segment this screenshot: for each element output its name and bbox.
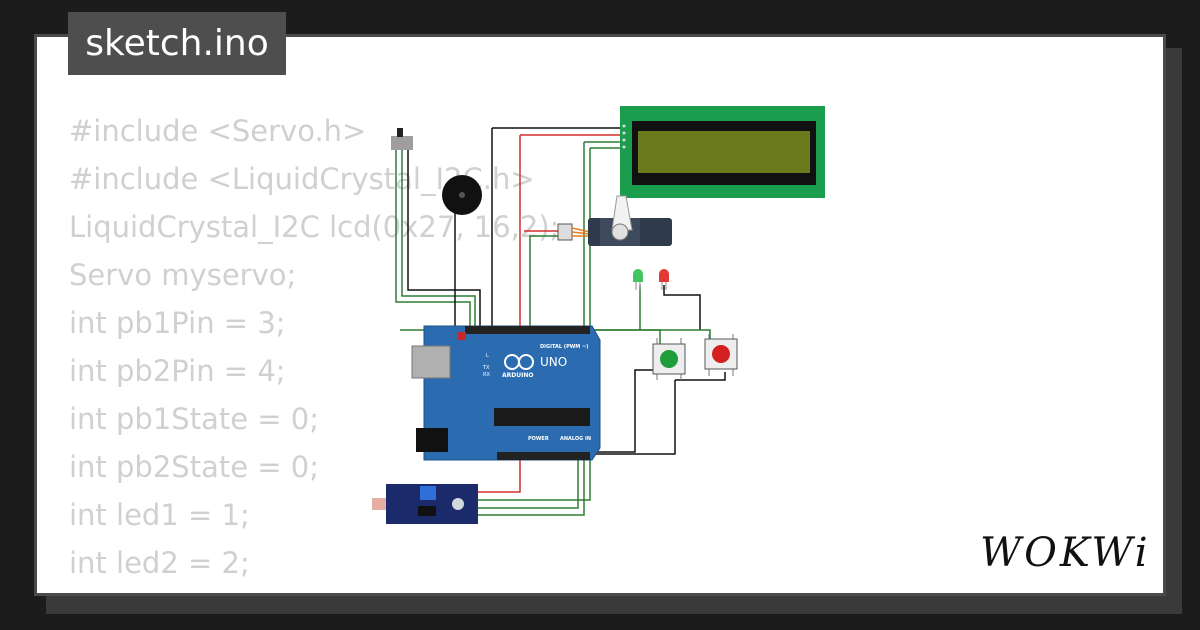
wire-ground-a: [595, 369, 655, 453]
wire-ground-b: [595, 380, 676, 455]
wire-led-red: [663, 285, 701, 330]
pushbutton-green[interactable]: [652, 338, 686, 380]
code-line: int pb1State = 0;: [69, 402, 320, 436]
board-maker-label: ARDUINO: [502, 372, 533, 379]
wire-switch-c: [407, 150, 481, 330]
slide-switch[interactable]: [391, 128, 413, 150]
code-line: Servo myservo;: [69, 258, 297, 292]
arduino-uno-board[interactable]: UNO ARDUINO DIGITAL (PWM ~) POWER ANALOG…: [411, 325, 601, 461]
code-line: LiquidCrystal_I2C lcd(0x27, 16,2);: [69, 210, 560, 244]
code-line: #include <Servo.h>: [69, 114, 367, 148]
arduino-logo-icon: [518, 354, 534, 370]
ldr-photoresistor: [372, 498, 388, 510]
code-line: int led2 = 2;: [69, 546, 250, 580]
servo-connector: [557, 223, 573, 241]
ldr-sensor-module[interactable]: [372, 484, 478, 524]
analog-label: ANALOG IN: [560, 436, 591, 442]
ldr-indicator: [452, 498, 464, 510]
usb-port: [411, 345, 451, 379]
lcd-display[interactable]: [620, 106, 825, 198]
code-line: int pb2Pin = 4;: [69, 354, 286, 388]
tx-label: TX: [482, 365, 490, 371]
lcd-pin: [622, 145, 626, 149]
wokwi-logo-text: WOKWi: [980, 530, 1150, 576]
wokwi-logo: WOKWi: [980, 530, 1150, 576]
wire-servo-signal: [529, 235, 560, 330]
reset-button: [458, 332, 466, 340]
servo-motor[interactable]: [557, 195, 672, 246]
servo-leads: [571, 227, 591, 237]
rx-label: RX: [483, 372, 490, 378]
analog-header: [497, 452, 590, 460]
lcd-screen: [638, 131, 810, 173]
wire-green-scl: [478, 147, 622, 501]
sketch-filename-tab: sketch.ino: [68, 12, 286, 75]
wire-switch-a: [395, 150, 471, 330]
l-led-label: L: [486, 353, 489, 359]
wire-switch-b: [401, 150, 476, 330]
power-jack: [416, 428, 448, 452]
wire-green-sda: [478, 141, 622, 516]
code-preview: #include <Servo.h> #include <LiquidCrysta…: [69, 107, 560, 593]
digital-header: [465, 326, 590, 334]
button-red-cap: [712, 345, 730, 363]
led-red-body: [659, 269, 669, 282]
buzzer[interactable]: [442, 175, 482, 215]
switch-knob: [397, 128, 403, 137]
wires: [395, 127, 726, 516]
servo-hub: [611, 223, 629, 241]
switch-body: [391, 136, 413, 150]
wire-black-lcd: [491, 127, 622, 330]
wire-pb2: [595, 329, 711, 345]
led-green[interactable]: [633, 269, 643, 290]
digital-label: DIGITAL (PWM ~): [540, 344, 588, 350]
atmega-chip: [494, 408, 590, 426]
code-line: int pb1Pin = 3;: [69, 306, 286, 340]
led-green-body: [633, 269, 643, 282]
code-line: #include <LiquidCrystal_I2C.h>: [69, 162, 535, 196]
lcd-pin: [622, 138, 626, 142]
power-label: POWER: [528, 436, 549, 442]
board-brand-label: UNO: [540, 355, 567, 369]
board-pcb: [423, 325, 601, 461]
wire-red-vcc: [478, 134, 622, 493]
wire-ground-c: [675, 372, 726, 381]
pushbutton-red[interactable]: [704, 334, 738, 376]
code-line: int pb2State = 0;: [69, 450, 320, 484]
ldr-comparator-chip: [418, 506, 436, 516]
lcd-pin: [622, 124, 626, 128]
ldr-potentiometer: [420, 486, 436, 500]
code-line: int led1 = 1;: [69, 498, 250, 532]
lcd-pin: [622, 131, 626, 135]
button-green-cap: [660, 350, 678, 368]
led-red[interactable]: [659, 269, 669, 290]
buzzer-hole: [459, 192, 465, 198]
